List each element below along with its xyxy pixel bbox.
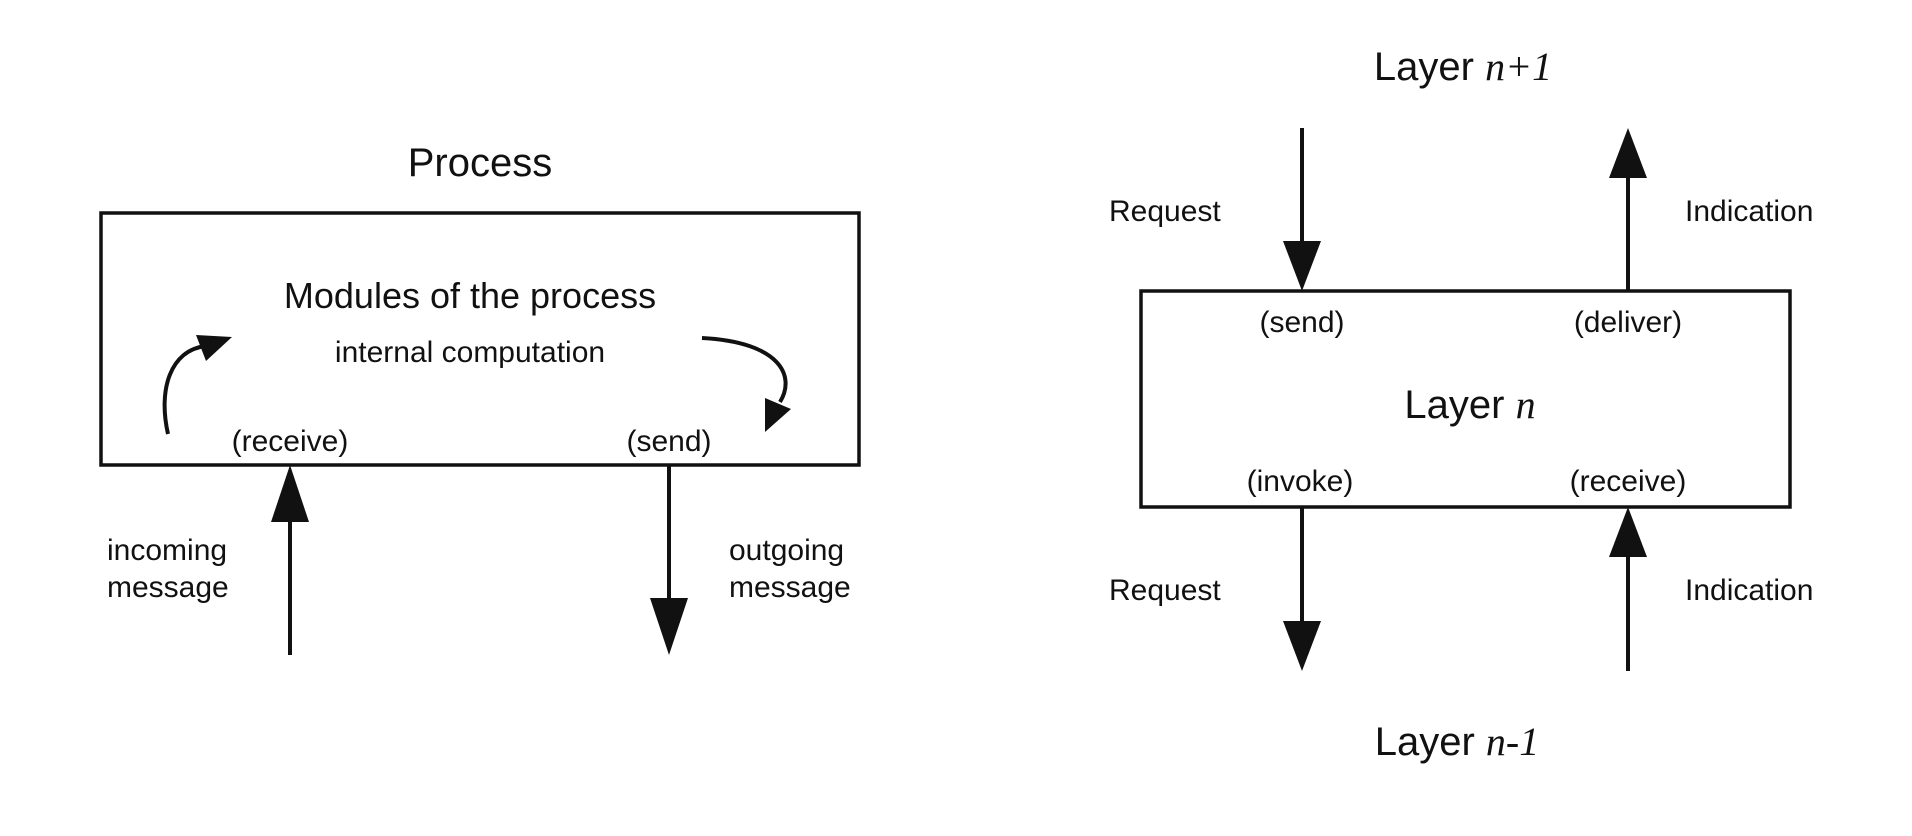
layer-invoke-label: (invoke) bbox=[1247, 465, 1354, 498]
layer-receive-label: (receive) bbox=[1570, 465, 1687, 498]
process-title: Process bbox=[408, 141, 553, 185]
layer-lower-title: Layer n-1 bbox=[1375, 719, 1540, 764]
layer-middle-title: Layer n bbox=[1404, 382, 1535, 427]
incoming-label-line1: incoming bbox=[107, 534, 227, 567]
modules-label: Modules of the process bbox=[284, 275, 656, 316]
request-bottom-label: Request bbox=[1109, 574, 1221, 607]
curved-arrow-send-icon bbox=[701, 336, 791, 432]
layer-n-box bbox=[1139, 289, 1792, 509]
outgoing-label-line1: outgoing bbox=[729, 534, 844, 567]
layer-upper-title: Layer n+1 bbox=[1374, 44, 1552, 89]
process-receive-label: (receive) bbox=[232, 425, 349, 458]
curved-arrow-receive-icon bbox=[162, 335, 232, 435]
incoming-arrow-icon bbox=[271, 465, 309, 655]
indication-bottom-up-arrow-icon bbox=[1609, 507, 1647, 671]
layer-upper-var: n+1 bbox=[1485, 44, 1552, 89]
layer-lower-prefix: Layer bbox=[1375, 720, 1486, 764]
request-top-label: Request bbox=[1109, 195, 1221, 228]
outgoing-arrow-icon bbox=[650, 465, 688, 655]
incoming-label-line2: message bbox=[107, 571, 229, 604]
process-send-label: (send) bbox=[626, 425, 711, 458]
request-down-arrow-icon bbox=[1283, 128, 1321, 291]
indication-top-label: Indication bbox=[1685, 195, 1813, 228]
computation-label: internal computation bbox=[335, 336, 605, 369]
layer-send-label: (send) bbox=[1259, 306, 1344, 339]
layer-middle-var: n bbox=[1516, 382, 1536, 427]
layer-deliver-label: (deliver) bbox=[1574, 306, 1682, 339]
layer-lower-var: n-1 bbox=[1486, 719, 1539, 764]
process-box bbox=[99, 211, 861, 467]
layer-middle-prefix: Layer bbox=[1404, 383, 1515, 427]
process-diagram: Process Modules of the process internal … bbox=[99, 141, 861, 655]
layer-upper-prefix: Layer bbox=[1374, 45, 1485, 89]
indication-bottom-label: Indication bbox=[1685, 574, 1813, 607]
outgoing-label-line2: message bbox=[729, 571, 851, 604]
indication-up-arrow-icon bbox=[1609, 128, 1647, 291]
layer-diagram: Layer n+1 Request Indication (send) (del… bbox=[1109, 44, 1813, 764]
request-bottom-down-arrow-icon bbox=[1283, 507, 1321, 671]
